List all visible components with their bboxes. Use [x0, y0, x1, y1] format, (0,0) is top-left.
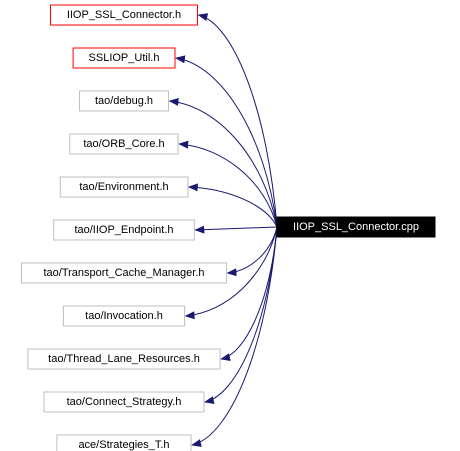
edge-layer — [168, 13, 278, 447]
edge-to-tao-invocation-h — [184, 226, 278, 320]
edge-to-tao-debug-h — [168, 97, 278, 228]
edge-to-iiop-ssl-connector-h — [197, 13, 278, 228]
edge-to-tao-connect-strategy-h — [203, 226, 278, 404]
include-node-tao-iiop-endpoint-h-label: tao/IIOP_Endpoint.h — [74, 224, 173, 236]
include-node-tao-debug-h-label: tao/debug.h — [95, 95, 153, 107]
edge-to-tao-orb-core-h — [178, 140, 278, 228]
edge-to-ace-strategies-t-h — [191, 226, 278, 447]
include-node-ssliop-util-h[interactable]: SSLIOP_Util.h — [72, 47, 176, 69]
include-node-tao-connect-strategy-h-label: tao/Connect_Strategy.h — [67, 396, 182, 408]
include-node-tao-connect-strategy-h[interactable]: tao/Connect_Strategy.h — [43, 391, 205, 413]
include-node-tao-thread-lane-resources-h[interactable]: tao/Thread_Lane_Resources.h — [27, 348, 221, 370]
include-node-tao-iiop-endpoint-h[interactable]: tao/IIOP_Endpoint.h — [53, 219, 195, 241]
include-node-tao-thread-lane-resources-h-box — [27, 348, 221, 370]
include-node-iiop-ssl-connector-h[interactable]: IIOP_SSL_Connector.h — [50, 4, 198, 26]
include-node-tao-environment-h-box — [59, 176, 189, 198]
include-node-tao-invocation-h-box — [62, 305, 186, 327]
source-node[interactable]: IIOP_SSL_Connector.cpp — [276, 216, 436, 238]
include-node-tao-orb-core-h-box — [69, 133, 179, 155]
include-node-tao-invocation-h[interactable]: tao/Invocation.h — [62, 305, 186, 327]
include-node-ace-strategies-t-h-label: ace/Strategies_T.h — [78, 439, 169, 451]
include-node-tao-environment-h[interactable]: tao/Environment.h — [59, 176, 189, 198]
include-node-tao-transport-cache-manager-h[interactable]: tao/Transport_Cache_Manager.h — [21, 262, 228, 284]
include-node-ace-strategies-t-h[interactable]: ace/Strategies_T.h — [56, 434, 192, 451]
include-node-tao-orb-core-h[interactable]: tao/ORB_Core.h — [69, 133, 179, 155]
include-node-tao-debug-h-box — [79, 90, 169, 112]
include-node-tao-invocation-h-label: tao/Invocation.h — [85, 310, 163, 322]
include-node-ace-strategies-t-h-box — [56, 434, 192, 451]
include-node-tao-transport-cache-manager-h-box — [21, 262, 228, 284]
source-node-box — [276, 216, 436, 238]
include-node-iiop-ssl-connector-h-box — [50, 4, 198, 26]
include-node-tao-environment-h-label: tao/Environment.h — [79, 181, 168, 193]
include-node-tao-iiop-endpoint-h-box — [53, 219, 195, 241]
edge-to-tao-environment-h — [187, 183, 278, 228]
include-node-tao-orb-core-h-label: tao/ORB_Core.h — [83, 138, 164, 150]
include-node-tao-thread-lane-resources-h-label: tao/Thread_Lane_Resources.h — [48, 353, 200, 365]
include-node-tao-debug-h[interactable]: tao/debug.h — [79, 90, 169, 112]
edge-to-tao-iiop-endpoint-h — [194, 225, 278, 234]
include-node-ssliop-util-h-box — [72, 47, 176, 69]
include-node-tao-connect-strategy-h-box — [43, 391, 205, 413]
include-node-tao-transport-cache-manager-h-label: tao/Transport_Cache_Manager.h — [43, 267, 204, 279]
include-node-ssliop-util-h-label: SSLIOP_Util.h — [89, 52, 160, 64]
source-node-label: IIOP_SSL_Connector.cpp — [293, 221, 419, 233]
include-node-iiop-ssl-connector-h-label: IIOP_SSL_Connector.h — [67, 9, 181, 21]
edge-to-ssliop-util-h — [174, 55, 278, 228]
